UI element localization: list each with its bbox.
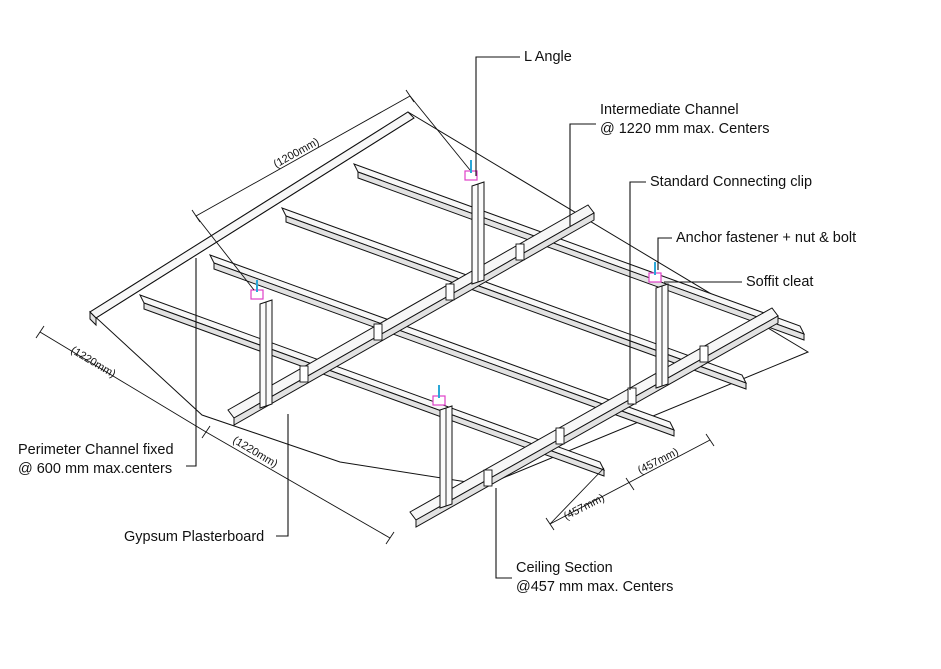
dimension-label: (1200mm) [272,136,322,171]
connecting-clip [445,283,455,301]
hanger-1 [250,280,273,409]
dimension-label: (1220mm) [230,434,279,470]
label-ceiling-section: Ceiling Section [516,560,613,576]
dimension-label: (457mm) [636,446,681,477]
label-perimeter-channel: Perimeter Channel fixed [18,442,174,458]
label-soffit-cleat: Soffit cleat [746,274,813,290]
ceiling-section-2 [208,254,676,437]
hanger-3 [432,385,453,509]
intermediate-channels [227,204,779,528]
hanger-4 [648,262,669,389]
label-gypsum-plasterboard: Gypsum Plasterboard [124,529,264,545]
perimeter-channel [89,111,415,327]
connecting-clip [627,387,637,405]
connecting-clip [373,323,383,341]
ceiling-section-4 [352,163,806,341]
connecting-clip [483,469,493,487]
hanger-2 [464,160,485,285]
label-ceiling-section-spacing: @457 mm max. Centers [516,579,673,595]
label-connecting-clip: Standard Connecting clip [650,174,812,190]
connecting-clip [515,243,525,261]
labels: L Angle Intermediate Channel @ 1220 mm m… [18,49,856,595]
dimension-label: (1220mm) [68,344,117,380]
label-anchor-fastener: Anchor fastener + nut & bolt [676,230,856,246]
ceiling-section-1 [138,294,606,477]
label-l-angle: L Angle [524,49,572,65]
connecting-clips [299,243,709,487]
connecting-clip [699,345,709,363]
label-intermediate-channel: Intermediate Channel [600,102,739,118]
leader-lines [186,56,742,579]
connecting-clip [555,427,565,445]
connecting-clip [299,365,309,383]
dimension-label: (457mm) [562,492,607,523]
label-intermediate-channel-spacing: @ 1220 mm max. Centers [600,121,769,137]
label-perimeter-channel-spacing: @ 600 mm max.centers [18,461,172,477]
ceiling-sections [138,163,806,477]
